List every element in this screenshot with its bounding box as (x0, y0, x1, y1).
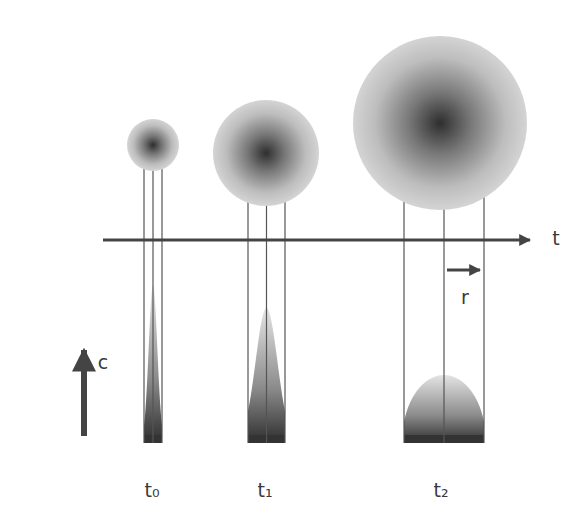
diffusion-cloud (127, 119, 179, 171)
guide-line (152, 145, 153, 443)
axis-label: c (98, 353, 108, 372)
axis-label: t (552, 229, 559, 248)
time-label: t₁ (257, 481, 272, 500)
radius-label: r (461, 288, 469, 307)
time-axis (103, 239, 530, 242)
diffusion-cloud (213, 100, 319, 206)
guide-line (143, 145, 144, 443)
time-label: t₀ (144, 481, 159, 500)
concentration-arrow (81, 350, 87, 436)
concentration-profile (144, 145, 162, 443)
diffusion-cloud (353, 36, 527, 210)
time-label: t₂ (433, 481, 448, 500)
guide-line (161, 145, 162, 443)
radius-arrow (447, 269, 480, 272)
